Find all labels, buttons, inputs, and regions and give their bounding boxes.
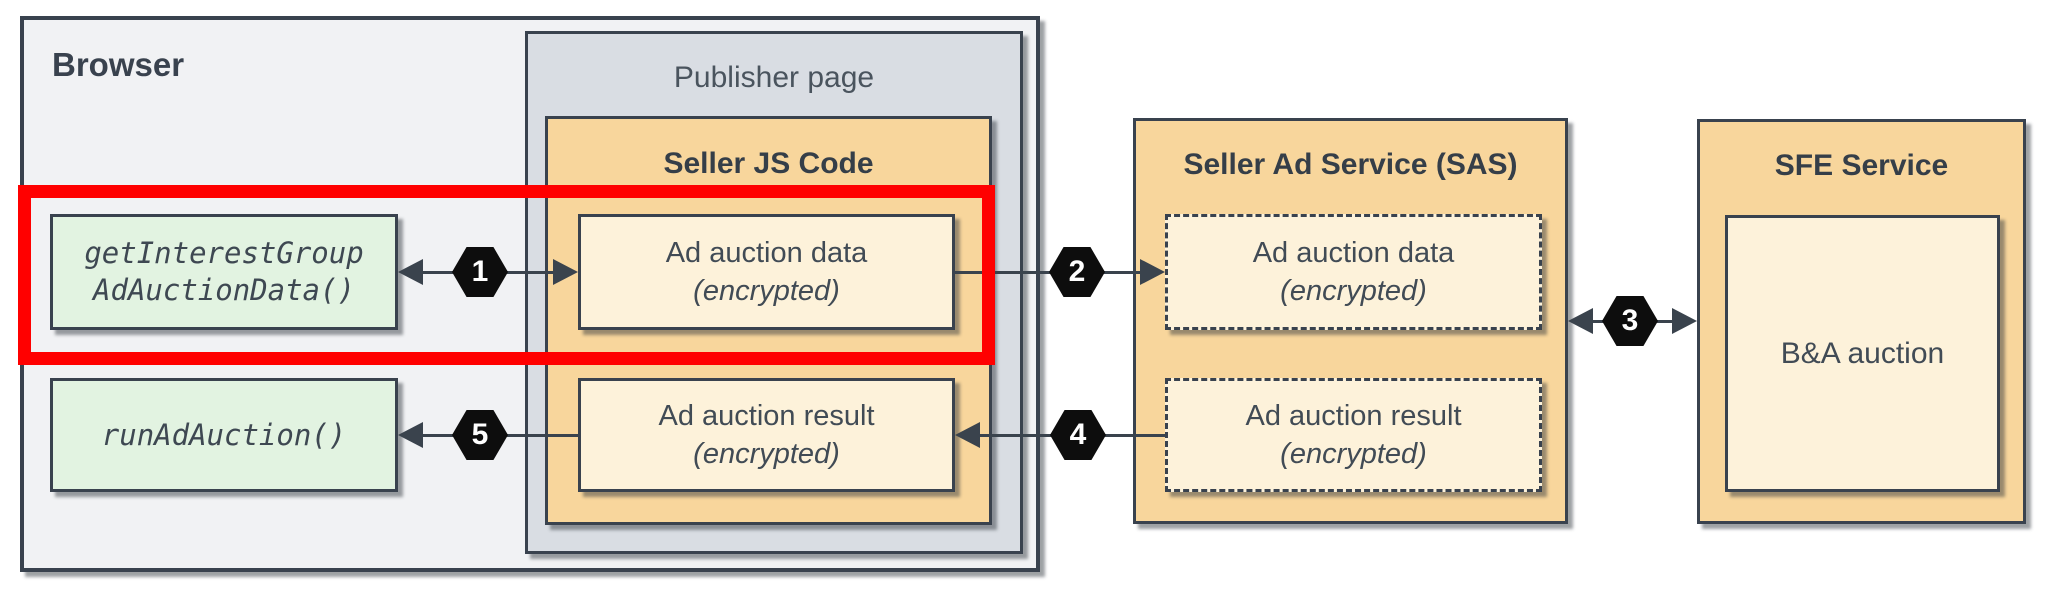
sas-ad-auction-result-box: Ad auction result (encrypted)	[1165, 378, 1542, 492]
run-ad-auction-label: runAdAuction()	[101, 417, 347, 452]
sas-ad-auction-result-label: Ad auction result	[1245, 400, 1462, 432]
sas-ad-auction-data-label: Ad auction data	[1252, 237, 1455, 269]
step-5-number: 5	[471, 418, 489, 451]
arrowhead-left-icon	[398, 259, 423, 285]
step-2-badge: 2	[1049, 247, 1105, 297]
sjs-ad-auction-result-label: Ad auction result	[658, 400, 875, 432]
step-4-number: 4	[1069, 418, 1087, 451]
sas-ad-auction-data-box: Ad auction data (encrypted)	[1165, 214, 1542, 330]
seller-ad-service-title: Seller Ad Service (SAS)	[1183, 148, 1518, 181]
get-interest-group-box: getInterestGroup AdAuctionData()	[50, 214, 398, 330]
sjs-ad-auction-data-label: Ad auction data	[665, 237, 868, 269]
browser-label: Browser	[52, 46, 185, 83]
publisher-page-label: Publisher page	[673, 61, 875, 94]
sjs-ad-auction-data-encrypted: (encrypted)	[693, 275, 840, 307]
step-2-number: 2	[1068, 255, 1086, 288]
seller-js-code-title: Seller JS Code	[663, 147, 874, 180]
arrowhead-left-icon	[955, 422, 980, 448]
ba-auction-label: B&A auction	[1780, 336, 1945, 370]
sjs-ad-auction-result-box: Ad auction result (encrypted)	[578, 378, 955, 492]
step-1-number: 1	[471, 255, 489, 288]
sjs-ad-auction-result-encrypted: (encrypted)	[693, 438, 840, 470]
run-ad-auction-box: runAdAuction()	[50, 378, 398, 492]
arrowhead-left-icon	[1568, 308, 1593, 334]
step-3-number: 3	[1621, 304, 1639, 337]
step-4-badge: 4	[1050, 410, 1106, 460]
arrowhead-left-icon	[398, 422, 423, 448]
sas-ad-auction-data-encrypted: (encrypted)	[1280, 275, 1427, 307]
ba-auction-box: B&A auction	[1725, 215, 2000, 492]
sfe-service-title: SFE Service	[1774, 149, 1949, 182]
sas-ad-auction-result-encrypted: (encrypted)	[1280, 438, 1427, 470]
get-interest-group-line2: AdAuctionData()	[93, 273, 355, 307]
arrowhead-right-icon	[1672, 308, 1697, 334]
arrowhead-right-icon	[553, 259, 578, 285]
step-3-badge: 3	[1602, 296, 1658, 346]
arrowhead-right-icon	[1140, 259, 1165, 285]
get-interest-group-line1: getInterestGroup	[84, 236, 364, 270]
sjs-ad-auction-data-box: Ad auction data (encrypted)	[578, 214, 955, 330]
